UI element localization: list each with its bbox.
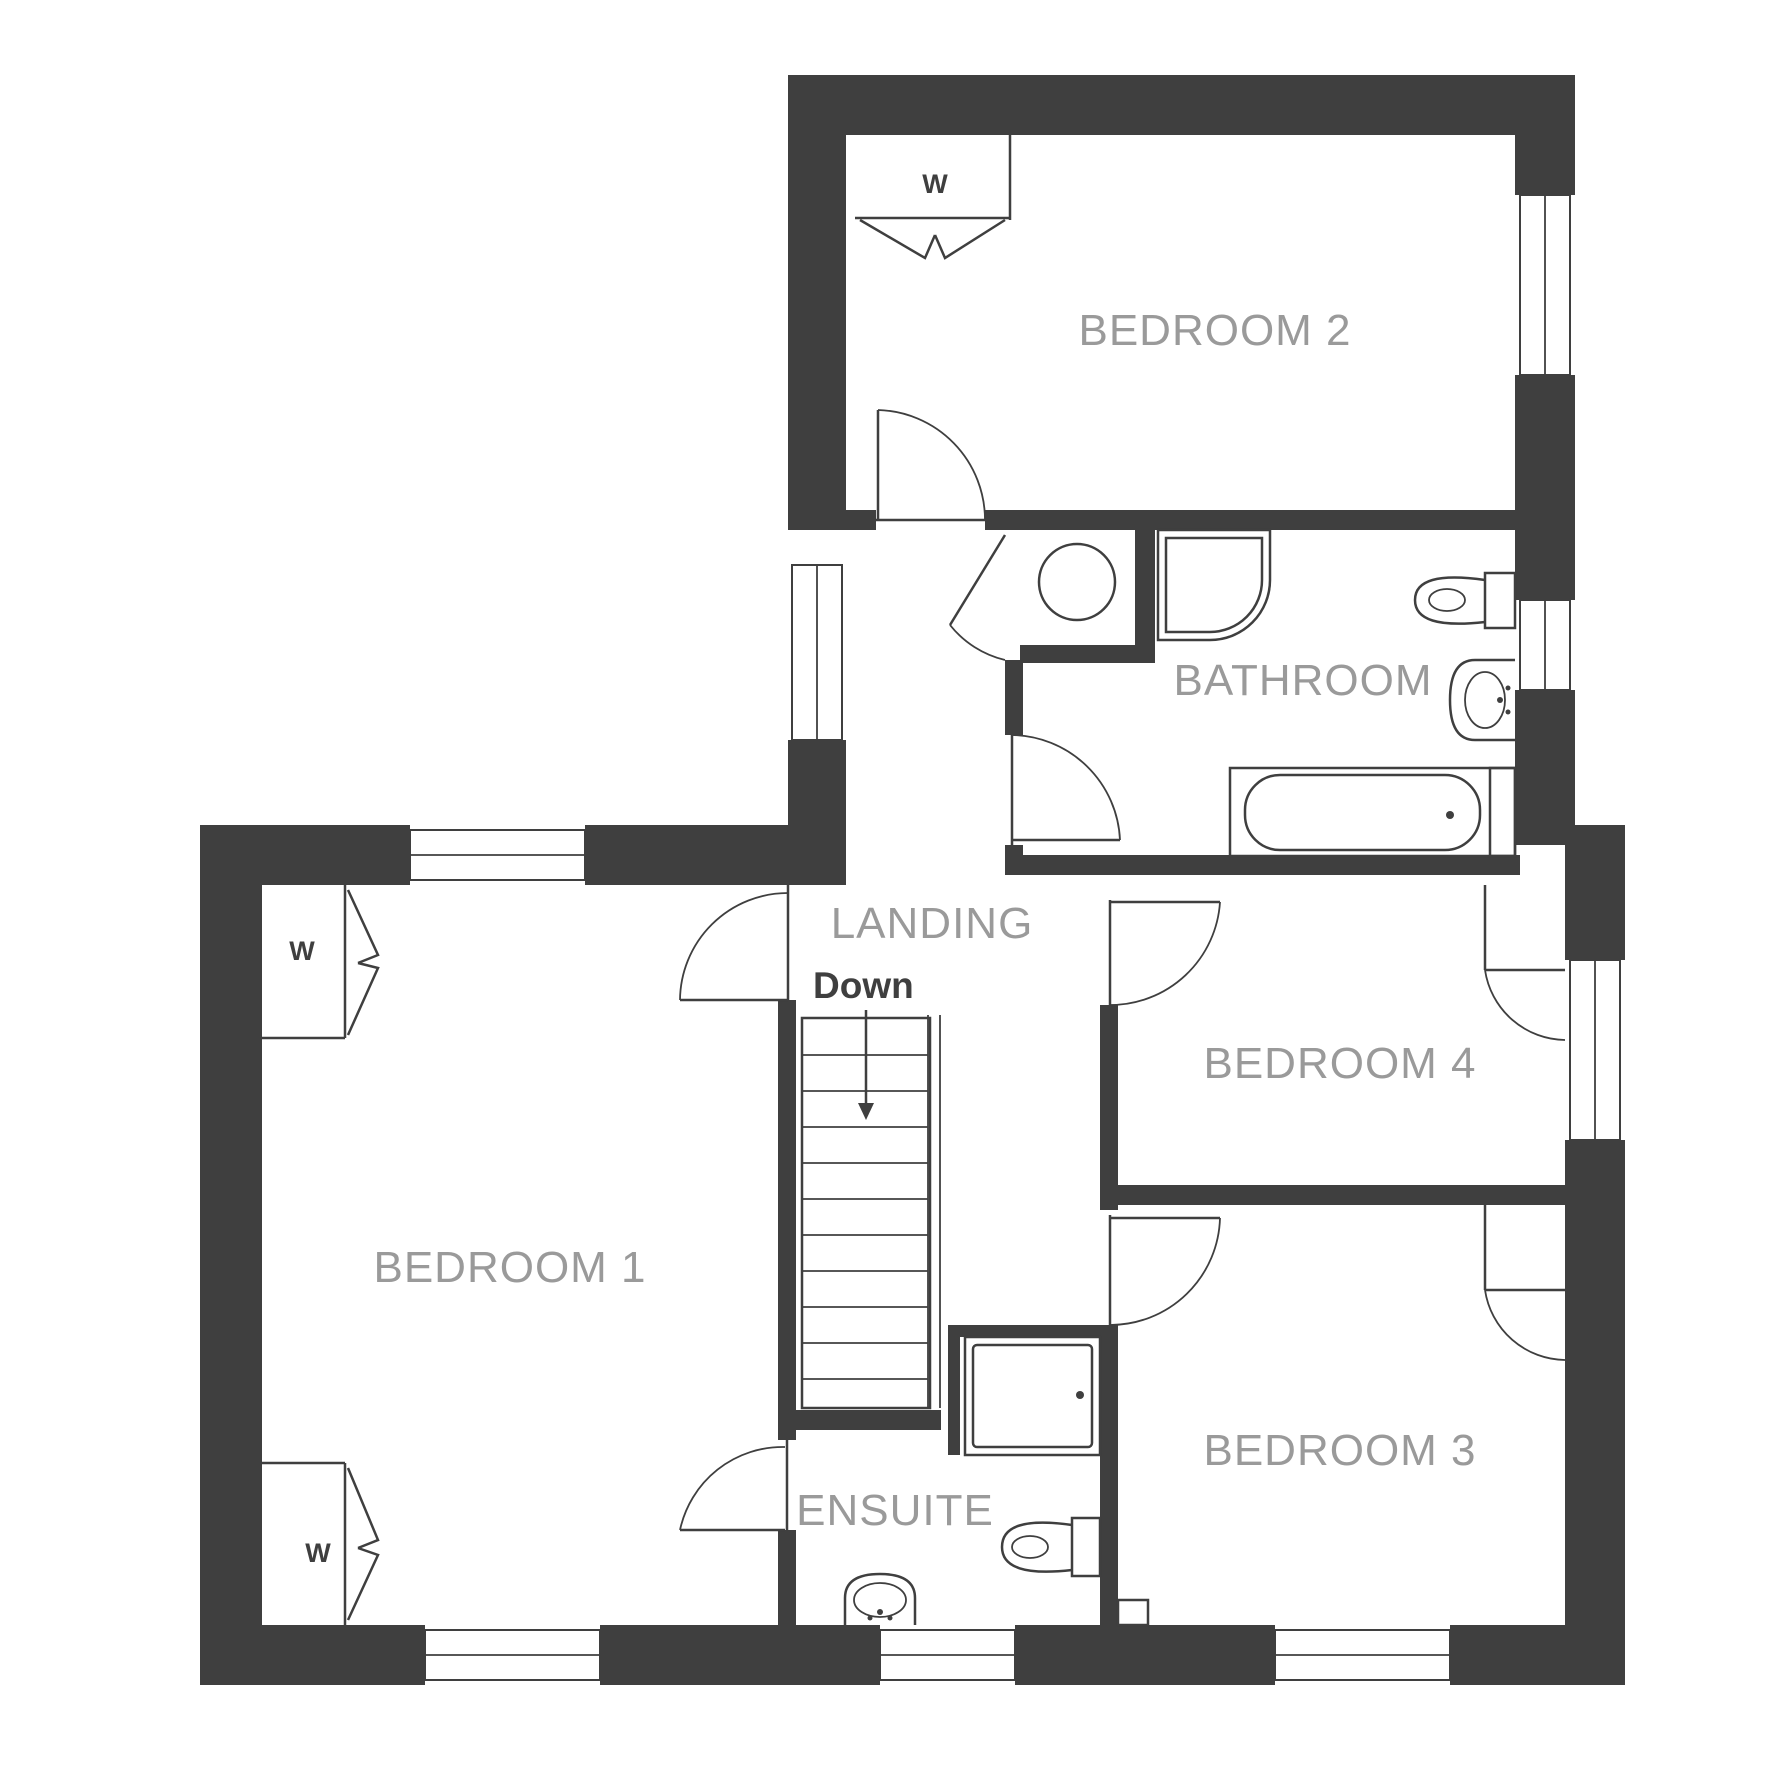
room-label-bedroom-4: BEDROOM 4 [1203,1039,1476,1088]
basin [1448,658,1515,742]
doors [679,409,1566,1532]
room-label-bedroom-3: BEDROOM 3 [1203,1426,1476,1475]
door [1108,900,1221,1006]
ensuite-fixtures [843,1335,1150,1627]
bath [1228,766,1517,858]
door [679,885,790,1002]
windows [409,194,1621,1681]
shower-tray [1156,528,1272,642]
water-cylinder [1037,542,1117,622]
wardrobe: W [262,885,380,1040]
door [679,1440,789,1532]
wardrobe: W [262,1461,380,1625]
door [1010,734,1121,845]
door [948,534,1007,661]
staircase: Down [800,965,941,1410]
wardrobe: W [855,135,1012,260]
bathroom-fixtures [1037,528,1517,858]
room-label-landing: LANDING [831,899,1034,948]
door [1108,1215,1221,1326]
wardrobe-label: W [289,936,315,966]
boxing [1116,1598,1150,1627]
door [1483,1205,1566,1361]
room-label-ensuite: ENSUITE [796,1486,994,1535]
exterior-walls [200,75,1625,1685]
toilet [1413,571,1517,630]
shower-inner [1164,536,1264,634]
room-labels: BEDROOM 2 BATHROOM LANDING BEDROOM 4 BED… [373,306,1476,1535]
interior-walls [778,510,1570,1630]
basin [843,1572,917,1625]
door [1483,885,1566,1041]
wardrobes: W W W [262,135,1012,1625]
shower-tray [963,1335,1102,1457]
toilet [1000,1516,1102,1578]
stairs-down-label: Down [813,965,914,1006]
room-label-bedroom-1: BEDROOM 1 [373,1243,646,1292]
wardrobe-label: W [305,1538,331,1568]
door [876,409,986,522]
room-label-bathroom: BATHROOM [1174,656,1433,705]
wardrobe-label: W [922,169,948,199]
room-label-bedroom-2: BEDROOM 2 [1078,306,1351,355]
